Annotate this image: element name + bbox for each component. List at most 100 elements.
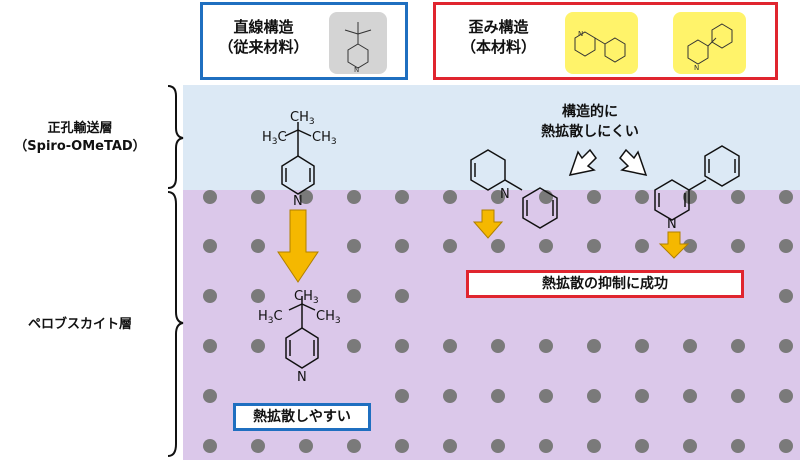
suppression-callout: 熱拡散の抑制に成功 (466, 270, 744, 298)
lattice-dot (491, 389, 505, 403)
lattice-dot (203, 339, 217, 353)
strained-molecule-2-phenylpyridine (470, 149, 558, 229)
linear-htl-ch3-right-label: CH3 (312, 130, 337, 147)
lattice-dot (299, 439, 313, 453)
hard-diffuse-note: 構造的に 熱拡散しにくい (520, 102, 660, 142)
lattice-dot (587, 439, 601, 453)
strained-molecule-3-phenylpyridine (654, 145, 740, 221)
lattice-dot (203, 289, 217, 303)
lattice-dot (347, 439, 361, 453)
lattice-dot (683, 239, 697, 253)
lattice-dot (779, 439, 793, 453)
legend-strained-molecule1-n-atom: N (578, 30, 583, 38)
lattice-dot (731, 389, 745, 403)
legend-strained-molecule2-bg (673, 12, 746, 74)
linear-htl-n-atom: N (293, 194, 303, 209)
lattice-dot (683, 389, 697, 403)
lattice-dot (443, 190, 457, 204)
lattice-dot (395, 439, 409, 453)
lattice-dot (635, 389, 649, 403)
lattice-dot (683, 190, 697, 204)
lattice-dot (395, 289, 409, 303)
diffusion-arrow-large (277, 209, 319, 283)
lattice-dot (347, 289, 361, 303)
legend-strained-molecule1-bg (565, 12, 638, 74)
lattice-dot (491, 439, 505, 453)
legend-linear-molecule (344, 22, 372, 69)
lattice-dot (779, 389, 793, 403)
linear-htl-h3c-label: H3C (262, 130, 287, 147)
lattice-dot (491, 190, 505, 204)
lattice-dot (779, 190, 793, 204)
lattice-dot (587, 239, 601, 253)
htl-label-line2: （Spiro-OMeTAD） (14, 139, 146, 154)
htl-label: 正孔輸送層 （Spiro-OMeTAD） (0, 120, 160, 156)
lattice-dot (251, 289, 265, 303)
strained1-n-atom: N (500, 187, 510, 202)
lattice-dot (635, 239, 649, 253)
lattice-dot (779, 339, 793, 353)
linear-pvk-ch3-right-label: CH3 (316, 309, 341, 326)
diffusion-arrow-small-1 (472, 209, 504, 239)
lattice-dot (491, 239, 505, 253)
htl-brace (167, 85, 184, 189)
legend-strained-title: 歪み構造 (468, 18, 529, 36)
linear-pvk-n-atom: N (297, 370, 307, 385)
lattice-dot (395, 190, 409, 204)
htl-label-line1: 正孔輸送層 (47, 121, 113, 136)
lattice-dot (203, 439, 217, 453)
hollow-arrow-left (568, 148, 597, 177)
legend-linear-title: 直線構造 (233, 18, 294, 36)
lattice-dot (539, 239, 553, 253)
lattice-dot (395, 389, 409, 403)
strained2-n-atom: N (667, 217, 677, 232)
lattice-dot (443, 439, 457, 453)
perovskite-label: ペロブスカイト層 (27, 317, 132, 332)
perovskite-lattice (203, 190, 793, 453)
lattice-dot (491, 339, 505, 353)
linear-molecule-perovskite (285, 296, 319, 369)
lattice-dot (395, 339, 409, 353)
lattice-dot (299, 190, 313, 204)
legend-linear-subtitle: （従来材料） (218, 38, 309, 56)
perovskite-brace (167, 191, 184, 457)
lattice-dot (635, 190, 649, 204)
lattice-dot (203, 239, 217, 253)
lattice-dot (443, 389, 457, 403)
diffusion-arrow-small-2 (658, 231, 690, 259)
lattice-dot (779, 289, 793, 303)
linear-molecule-htl (281, 122, 315, 195)
lattice-dot (587, 389, 601, 403)
lattice-dot (635, 439, 649, 453)
lattice-dot (539, 339, 553, 353)
lattice-dot (347, 239, 361, 253)
hard-diffuse-line1: 構造的に (562, 104, 618, 120)
lattice-dot (731, 339, 745, 353)
lattice-dot (587, 190, 601, 204)
lattice-dot (779, 239, 793, 253)
lattice-dot (731, 190, 745, 204)
lattice-dot (587, 339, 601, 353)
lattice-dot (251, 239, 265, 253)
linear-htl-ch3-label: CH3 (290, 110, 315, 127)
lattice-dot (203, 190, 217, 204)
lattice-dot (731, 239, 745, 253)
lattice-dot (731, 439, 745, 453)
lattice-dot (683, 339, 697, 353)
easy-diffuse-callout: 熱拡散しやすい (233, 403, 371, 431)
hollow-arrow-right (619, 148, 648, 177)
lattice-dot (347, 339, 361, 353)
lattice-dot (251, 439, 265, 453)
lattice-dot (347, 190, 361, 204)
lattice-dot (539, 439, 553, 453)
legend-strained-molecule2-n-atom: N (694, 64, 699, 72)
linear-pvk-h3c-label: H3C (258, 309, 283, 326)
lattice-dot (251, 190, 265, 204)
lattice-dot (635, 339, 649, 353)
lattice-dot (203, 389, 217, 403)
linear-pvk-ch3-label: CH3 (294, 289, 319, 306)
lattice-dot (443, 239, 457, 253)
lattice-dot (539, 389, 553, 403)
lattice-dot (683, 439, 697, 453)
